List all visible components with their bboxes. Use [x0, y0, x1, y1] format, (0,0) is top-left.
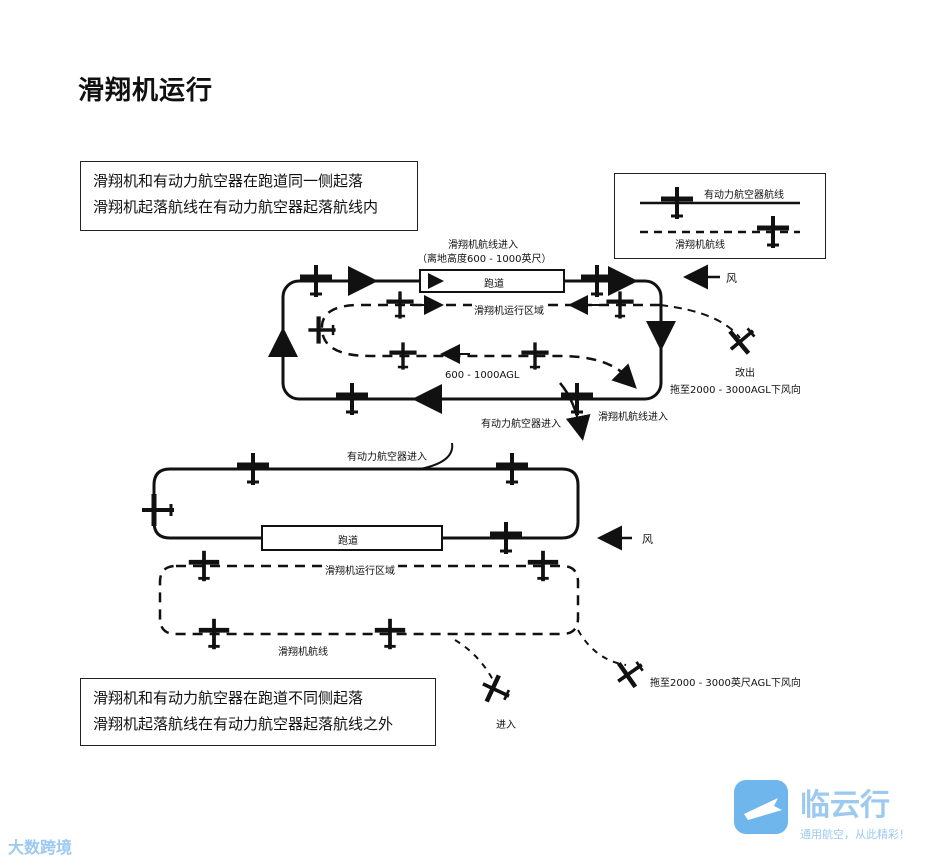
bottom-note-box: 滑翔机和有动力航空器在跑道不同侧起落 滑翔机起落航线在有动力航空器起落航线之外	[80, 678, 436, 746]
aircraft-icon	[142, 494, 174, 526]
bottom-powered-entry-label: 有动力航空器进入	[347, 452, 427, 463]
bottom-entry-label: 进入	[496, 720, 516, 731]
aircraft-icon	[336, 383, 368, 415]
legend-glider-label: 滑翔机航线	[675, 240, 725, 251]
bottom-runway-label: 跑道	[338, 536, 358, 547]
page-title: 滑翔机运行	[78, 76, 214, 106]
aircraft-icon	[661, 187, 693, 219]
top-runway-label: 跑道	[484, 279, 504, 290]
glider-entry-altitude-label: （离地高度600 - 1000英尺）	[417, 254, 552, 265]
brand-logo-icon	[734, 780, 788, 834]
bottom-glider-area-label: 滑翔机运行区域	[322, 562, 398, 577]
top-glider-pattern	[320, 303, 660, 381]
bottom-wind-label: 风	[642, 533, 653, 546]
aircraft-icon	[606, 291, 634, 319]
top-note-box: 滑翔机和有动力航空器在跑道同一侧起落 滑翔机起落航线在有动力航空器起落航线内	[80, 161, 418, 231]
watermark-slogan: 通用航空，从此精彩！	[800, 828, 910, 841]
aircraft-icon	[490, 522, 522, 554]
top-note-line-2: 滑翔机起落航线在有动力航空器起落航线内	[93, 198, 379, 216]
top-powered-entry-label: 有动力航空器进入	[481, 419, 561, 430]
bottom-glider-pattern	[158, 564, 580, 636]
watermark-brand: 临云行	[800, 788, 890, 823]
bottom-powered-pattern	[152, 467, 580, 540]
bottom-tow-label: 拖至2000 - 3000英尺AGL下风向	[650, 678, 801, 689]
top-wind-label: 风	[726, 272, 737, 285]
aircraft-icon	[300, 265, 332, 297]
aircraft-icon	[521, 342, 549, 370]
top-runway	[419, 269, 565, 293]
top-glider-area-label: 滑翔机运行区域	[472, 302, 546, 317]
top-runway-arrow	[428, 273, 444, 289]
top-powered-pattern	[281, 279, 663, 401]
top-note-line-1: 滑翔机和有动力航空器在跑道同一侧起落	[93, 172, 364, 190]
release-label: 改出	[735, 368, 755, 379]
aircraft-icon	[308, 316, 336, 344]
aircraft-icon	[386, 291, 414, 319]
aircraft-icon	[374, 618, 406, 650]
aircraft-icon	[561, 383, 593, 415]
aircraft-icon	[496, 453, 528, 485]
aircraft-icon	[527, 550, 559, 582]
watermark-left: 大数跨境	[8, 838, 73, 857]
aircraft-icon	[757, 216, 789, 248]
aircraft-icon	[616, 661, 644, 689]
glider-pattern-entry-label: 滑翔机航线进入	[448, 240, 518, 251]
bottom-glider-pattern-label: 滑翔机航线	[278, 647, 328, 658]
altitude-label: 600 - 1000AGL	[445, 370, 520, 381]
aircraft-icon	[389, 342, 417, 370]
bottom-runway	[261, 525, 443, 551]
aircraft-icon	[188, 550, 220, 582]
legend-box	[614, 173, 826, 259]
bottom-note-line-2: 滑翔机起落航线在有动力航空器起落航线之外	[93, 715, 394, 733]
aircraft-icon	[198, 618, 230, 650]
bottom-note-line-1: 滑翔机和有动力航空器在跑道不同侧起落	[93, 689, 364, 707]
aircraft-icon	[482, 674, 511, 703]
aircraft-icon	[728, 327, 756, 355]
legend-powered-label: 有动力航空器航线	[704, 190, 784, 201]
top-tow-label: 拖至2000 - 3000AGL下风向	[670, 385, 801, 396]
aircraft-icon	[237, 453, 269, 485]
top-glider-entry-label: 滑翔机航线进入	[598, 412, 668, 423]
aircraft-icon	[581, 265, 613, 297]
